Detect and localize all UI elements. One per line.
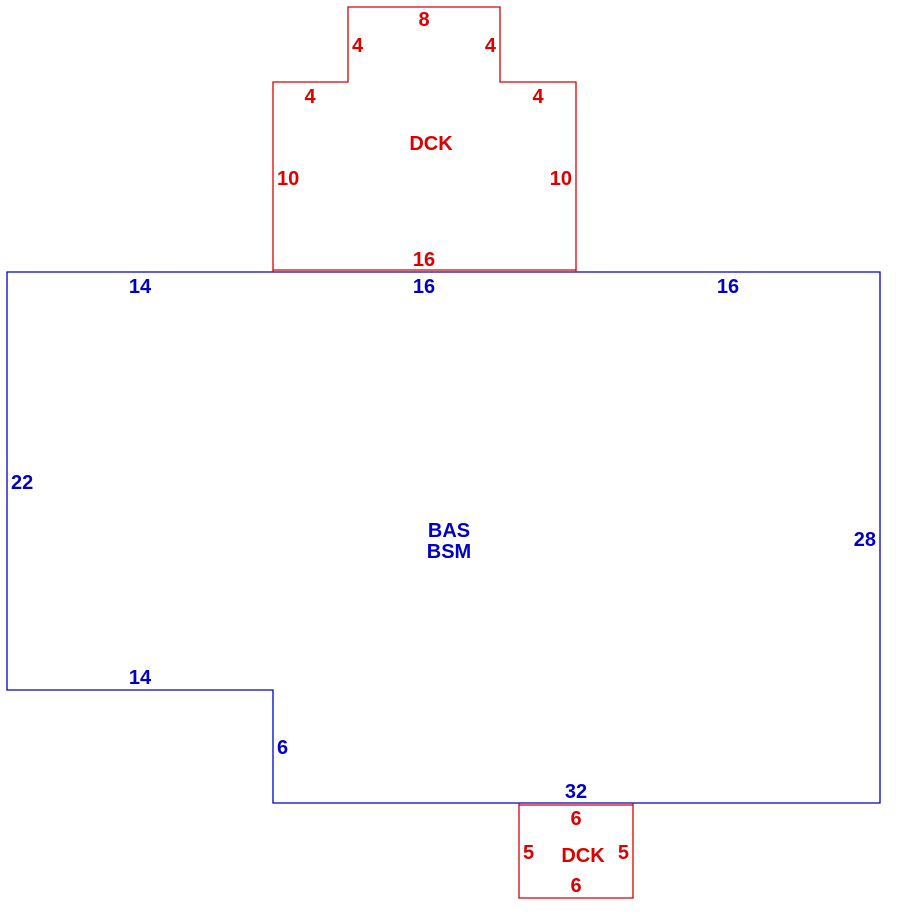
dim-top-deck-top: 8	[418, 9, 429, 31]
dim-bottom-deck-top: 6	[570, 808, 581, 830]
dim-main-step-horizontal: 14	[129, 667, 152, 689]
dim-top-deck-left: 10	[277, 168, 299, 190]
dim-top-deck-upper-right: 4	[485, 35, 497, 57]
dim-main-top-middle: 16	[413, 276, 435, 298]
area-code-bottom-deck: DCK	[561, 845, 605, 867]
dim-bottom-deck-right: 5	[618, 842, 629, 864]
dim-top-deck-bottom: 16	[413, 249, 435, 271]
top-deck-outline	[272, 6, 577, 272]
dim-main-bottom: 32	[565, 781, 587, 803]
dim-top-deck-ledge-left: 4	[304, 86, 316, 108]
dim-main-top-left: 14	[129, 276, 152, 298]
dim-main-top-right: 16	[717, 276, 739, 298]
dim-bottom-deck-left: 5	[523, 842, 534, 864]
dim-main-left: 22	[11, 472, 33, 494]
bottom-deck-outline	[518, 803, 634, 899]
dim-main-right: 28	[854, 529, 876, 551]
dim-main-step-vertical: 6	[277, 737, 288, 759]
dim-top-deck-upper-left: 4	[352, 35, 364, 57]
dim-top-deck-ledge-right: 4	[532, 86, 544, 108]
dim-top-deck-right: 10	[550, 168, 572, 190]
dim-bottom-deck-bottom: 6	[570, 875, 581, 897]
main-structure-outline	[6, 271, 881, 804]
area-code-bas: BAS	[428, 520, 470, 542]
area-code-top-deck: DCK	[409, 133, 453, 155]
area-code-bsm: BSM	[427, 541, 471, 563]
